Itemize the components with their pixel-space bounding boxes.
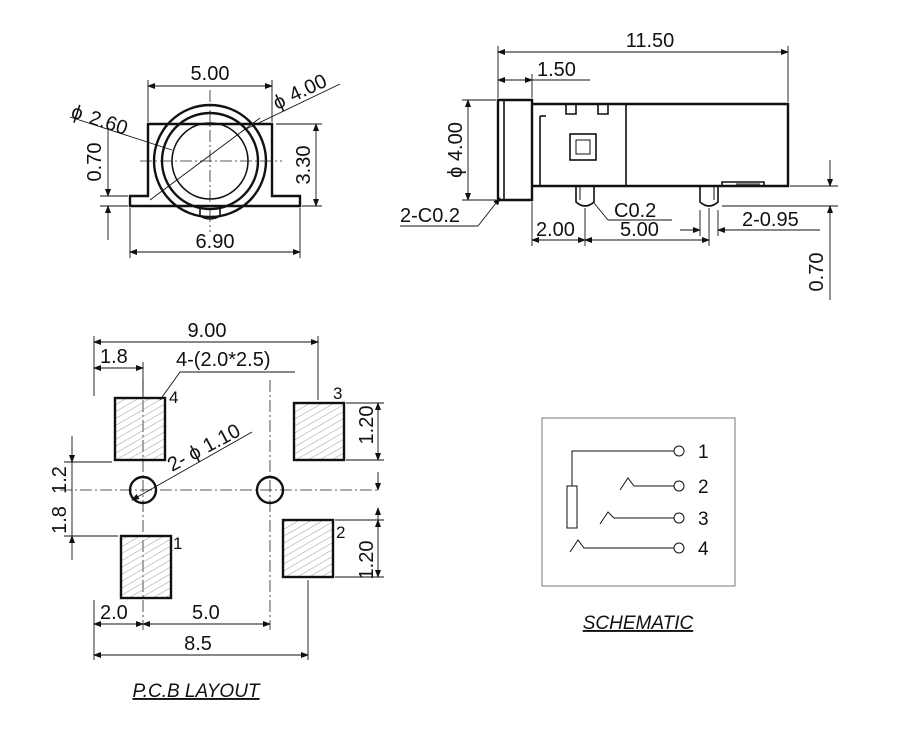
front-dia-outer-symbol: ϕ xyxy=(270,90,289,115)
pcb-dim-total-width: 9.00 xyxy=(188,320,227,342)
front-body-outline xyxy=(128,122,302,208)
pcb-dim-left-offset: 1.8 xyxy=(100,346,128,368)
side-pin-right xyxy=(699,186,719,207)
front-dim-height-left: 0.70 xyxy=(84,143,106,182)
side-dim-dia: ϕ 4.00 xyxy=(445,122,467,178)
side-dim-pin-height: 0.70 xyxy=(806,253,828,292)
pad-2 xyxy=(281,518,335,579)
pcb-pin-label: 3 xyxy=(333,384,342,403)
schematic-pin-label: 4 xyxy=(698,539,709,560)
front-dim-height-right: 3.30 xyxy=(293,146,315,185)
front-dim-width-bottom: 6.90 xyxy=(196,231,235,253)
pcb-layout-caption: P.C.B LAYOUT xyxy=(132,681,260,702)
pcb-pin-label: 4 xyxy=(169,388,178,407)
pad-3 xyxy=(292,401,346,462)
pcb-pin-label: 2 xyxy=(336,523,345,542)
side-dim-chamfer-pin: C0.2 xyxy=(614,200,656,222)
pcb-dim-left-vertical: 1.8 xyxy=(49,506,71,534)
pcb-dim-pad-width: 2.0 xyxy=(100,602,128,624)
side-view: 11.50 1.50 ϕ 4.00 2-C0.2 C0.2 2.00 5.00 … xyxy=(400,30,838,300)
side-dim-pin-width: 2-0.95 xyxy=(742,209,799,231)
mount-hole-left xyxy=(128,475,158,505)
pcb-dim-bottom-total: 8.5 xyxy=(184,633,212,655)
side-dim-pin-pitch: 5.00 xyxy=(620,219,659,241)
pad-1 xyxy=(119,534,173,600)
schematic-pin-label: 3 xyxy=(698,509,709,530)
side-pin-left xyxy=(575,186,595,207)
pad-4 xyxy=(113,396,167,462)
schematic-caption: SCHEMATIC xyxy=(583,613,694,634)
schematic-frame xyxy=(541,417,736,587)
front-dim-width-top: 5.00 xyxy=(191,63,230,85)
side-body xyxy=(532,102,790,188)
side-window xyxy=(569,133,597,161)
pcb-dim-hole-pitch: 5.0 xyxy=(192,602,220,624)
schematic-pin-label: 1 xyxy=(698,442,709,463)
side-dim-chamfer-left: 2-C0.2 xyxy=(400,205,460,227)
side-dim-total-length: 11.50 xyxy=(626,30,675,52)
side-flange xyxy=(496,98,534,202)
front-view: 5.00 ϕ 2.60 ϕ 4.00 0.70 3.30 6.90 xyxy=(68,63,341,258)
pcb-pin-label: 1 xyxy=(173,534,182,553)
front-dim-dia-outer: 4.00 xyxy=(286,70,331,106)
pcb-dim-left-vertical-b: 1.2 xyxy=(49,466,71,494)
side-dim-flange: 1.50 xyxy=(537,59,576,81)
pcb-pad-spec: 4-(2.0*2.5) xyxy=(176,349,271,371)
sleeve-contact xyxy=(566,485,578,529)
pcb-dim-upper-pad: 1.20 xyxy=(356,406,378,445)
schematic: 1 2 3 4 SCHEMATIC xyxy=(541,417,736,634)
mount-hole-right xyxy=(255,475,285,505)
schematic-pin-label: 2 xyxy=(698,477,709,498)
pcb-layout: 4 3 1 2 9.00 1.8 4-(2.0*2.5) 2- ϕ 1.10 1… xyxy=(49,320,384,702)
pcb-dim-lower-pad: 1.20 xyxy=(356,541,378,580)
side-dim-pin-offset: 2.00 xyxy=(536,219,575,241)
pcb-hole-spec: 2- ϕ 1.10 xyxy=(164,420,244,477)
